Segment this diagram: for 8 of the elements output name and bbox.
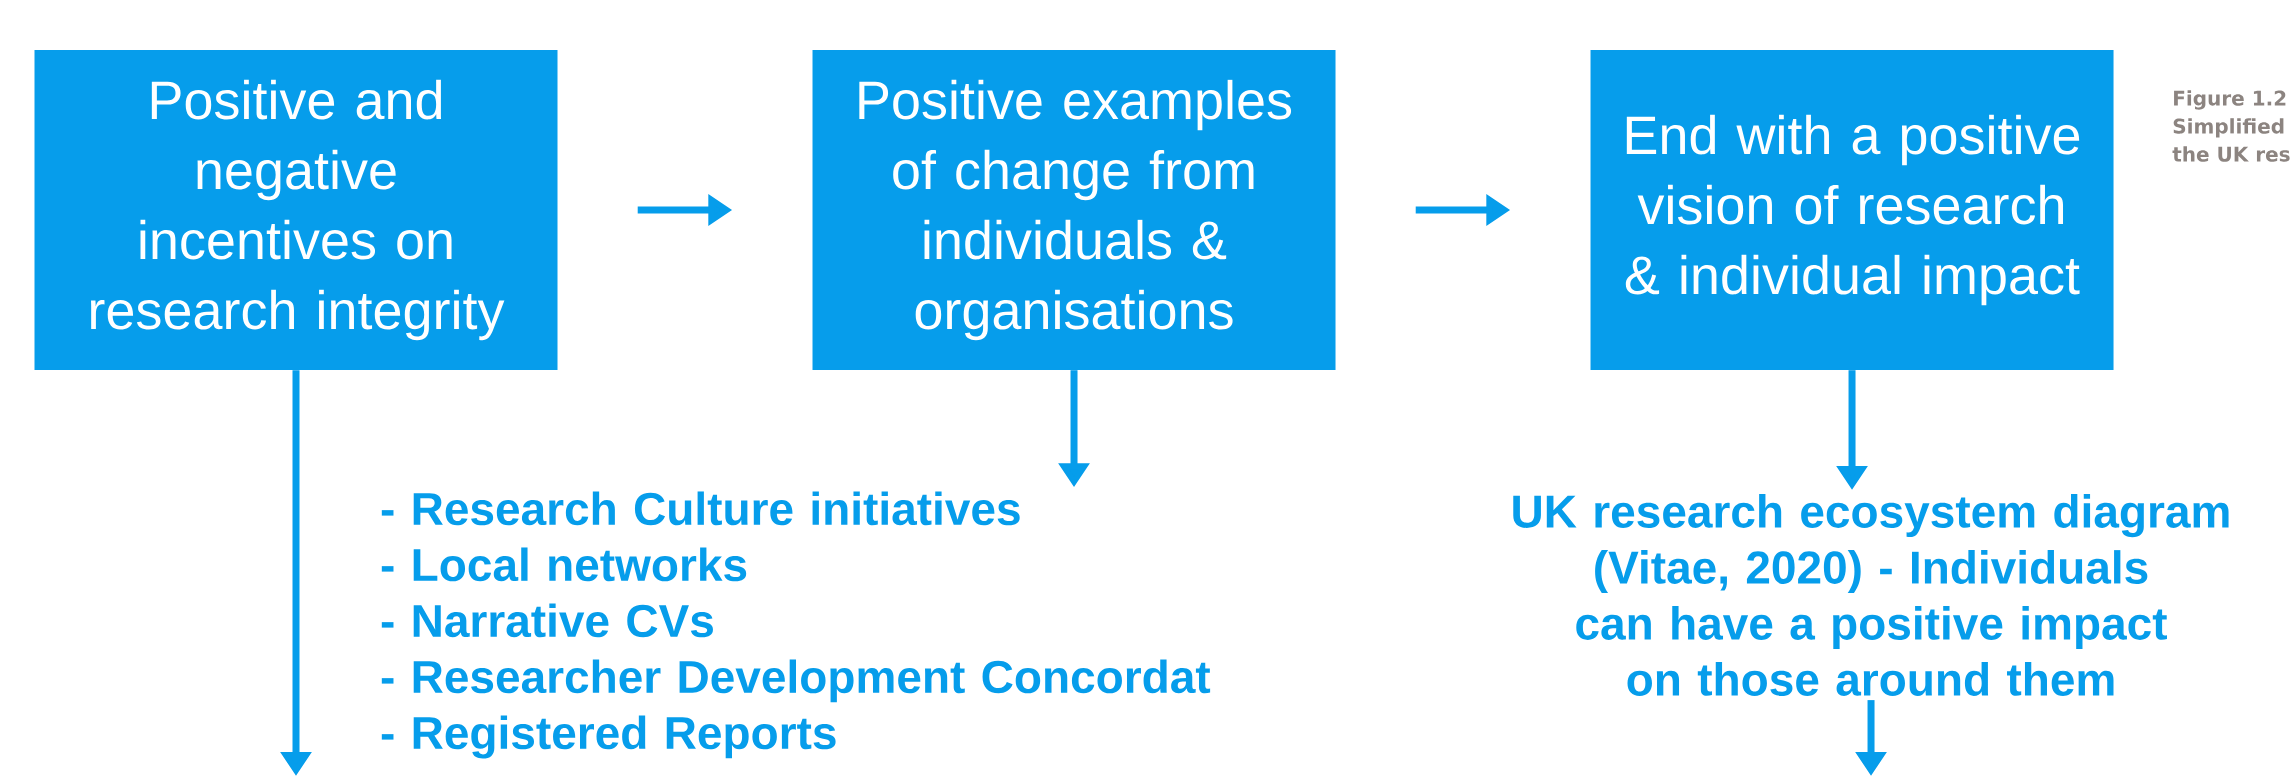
process-box: End with a positive vision of research & individual impact [1590,50,2114,370]
bullet-list: - Research Culture initiatives - Local networks - Narrative CVs - Researcher Development Concordat - Registered Reports [381,491,1211,759]
caption-text: Figure 1.2 [2174,90,2286,110]
process-box: Positive examples of change from individuals & organisations [812,50,1336,370]
note-text: UK research ecosystem diagram (Vitae, 2020) - Individuals can have a positive impact on those around them [1513,494,2229,696]
caption-text: Simplified [2173,118,2284,138]
caption-text: the UK res [2172,146,2290,162]
process-box: Positive and negative incentives on research integrity [34,50,558,370]
